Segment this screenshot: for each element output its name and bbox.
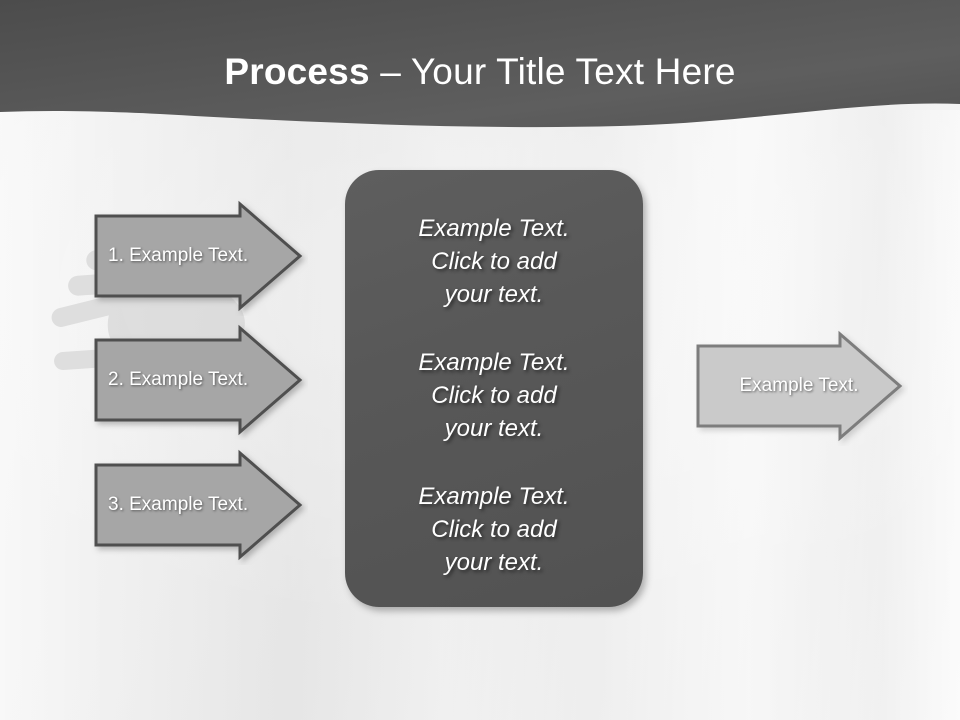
right-arrow-icon [94,324,303,436]
right-arrow-icon [94,200,303,312]
right-arrow-icon [94,449,303,561]
page-title-bold: Process [224,51,370,92]
step-arrow-2[interactable]: 2. Example Text. [88,320,308,440]
process-panel[interactable]: Example Text. Click to add your text. Ex… [345,170,643,607]
output-arrow[interactable]: Example Text. [690,326,908,446]
page-title: Process – Your Title Text Here [0,50,960,94]
panel-text-block-1: Example Text. Click to add your text. [418,215,570,308]
step-arrow-1[interactable]: 1. Example Text. [88,196,308,316]
panel-text-block-2: Example Text. Click to add your text. [418,349,570,442]
right-arrow-icon [696,330,903,442]
page-title-rest: Your Title Text Here [410,51,736,92]
panel-text-block-3: Example Text. Click to add your text. [418,483,570,576]
step-arrow-3[interactable]: 3. Example Text. [88,445,308,565]
page-title-dash: – [369,51,411,92]
